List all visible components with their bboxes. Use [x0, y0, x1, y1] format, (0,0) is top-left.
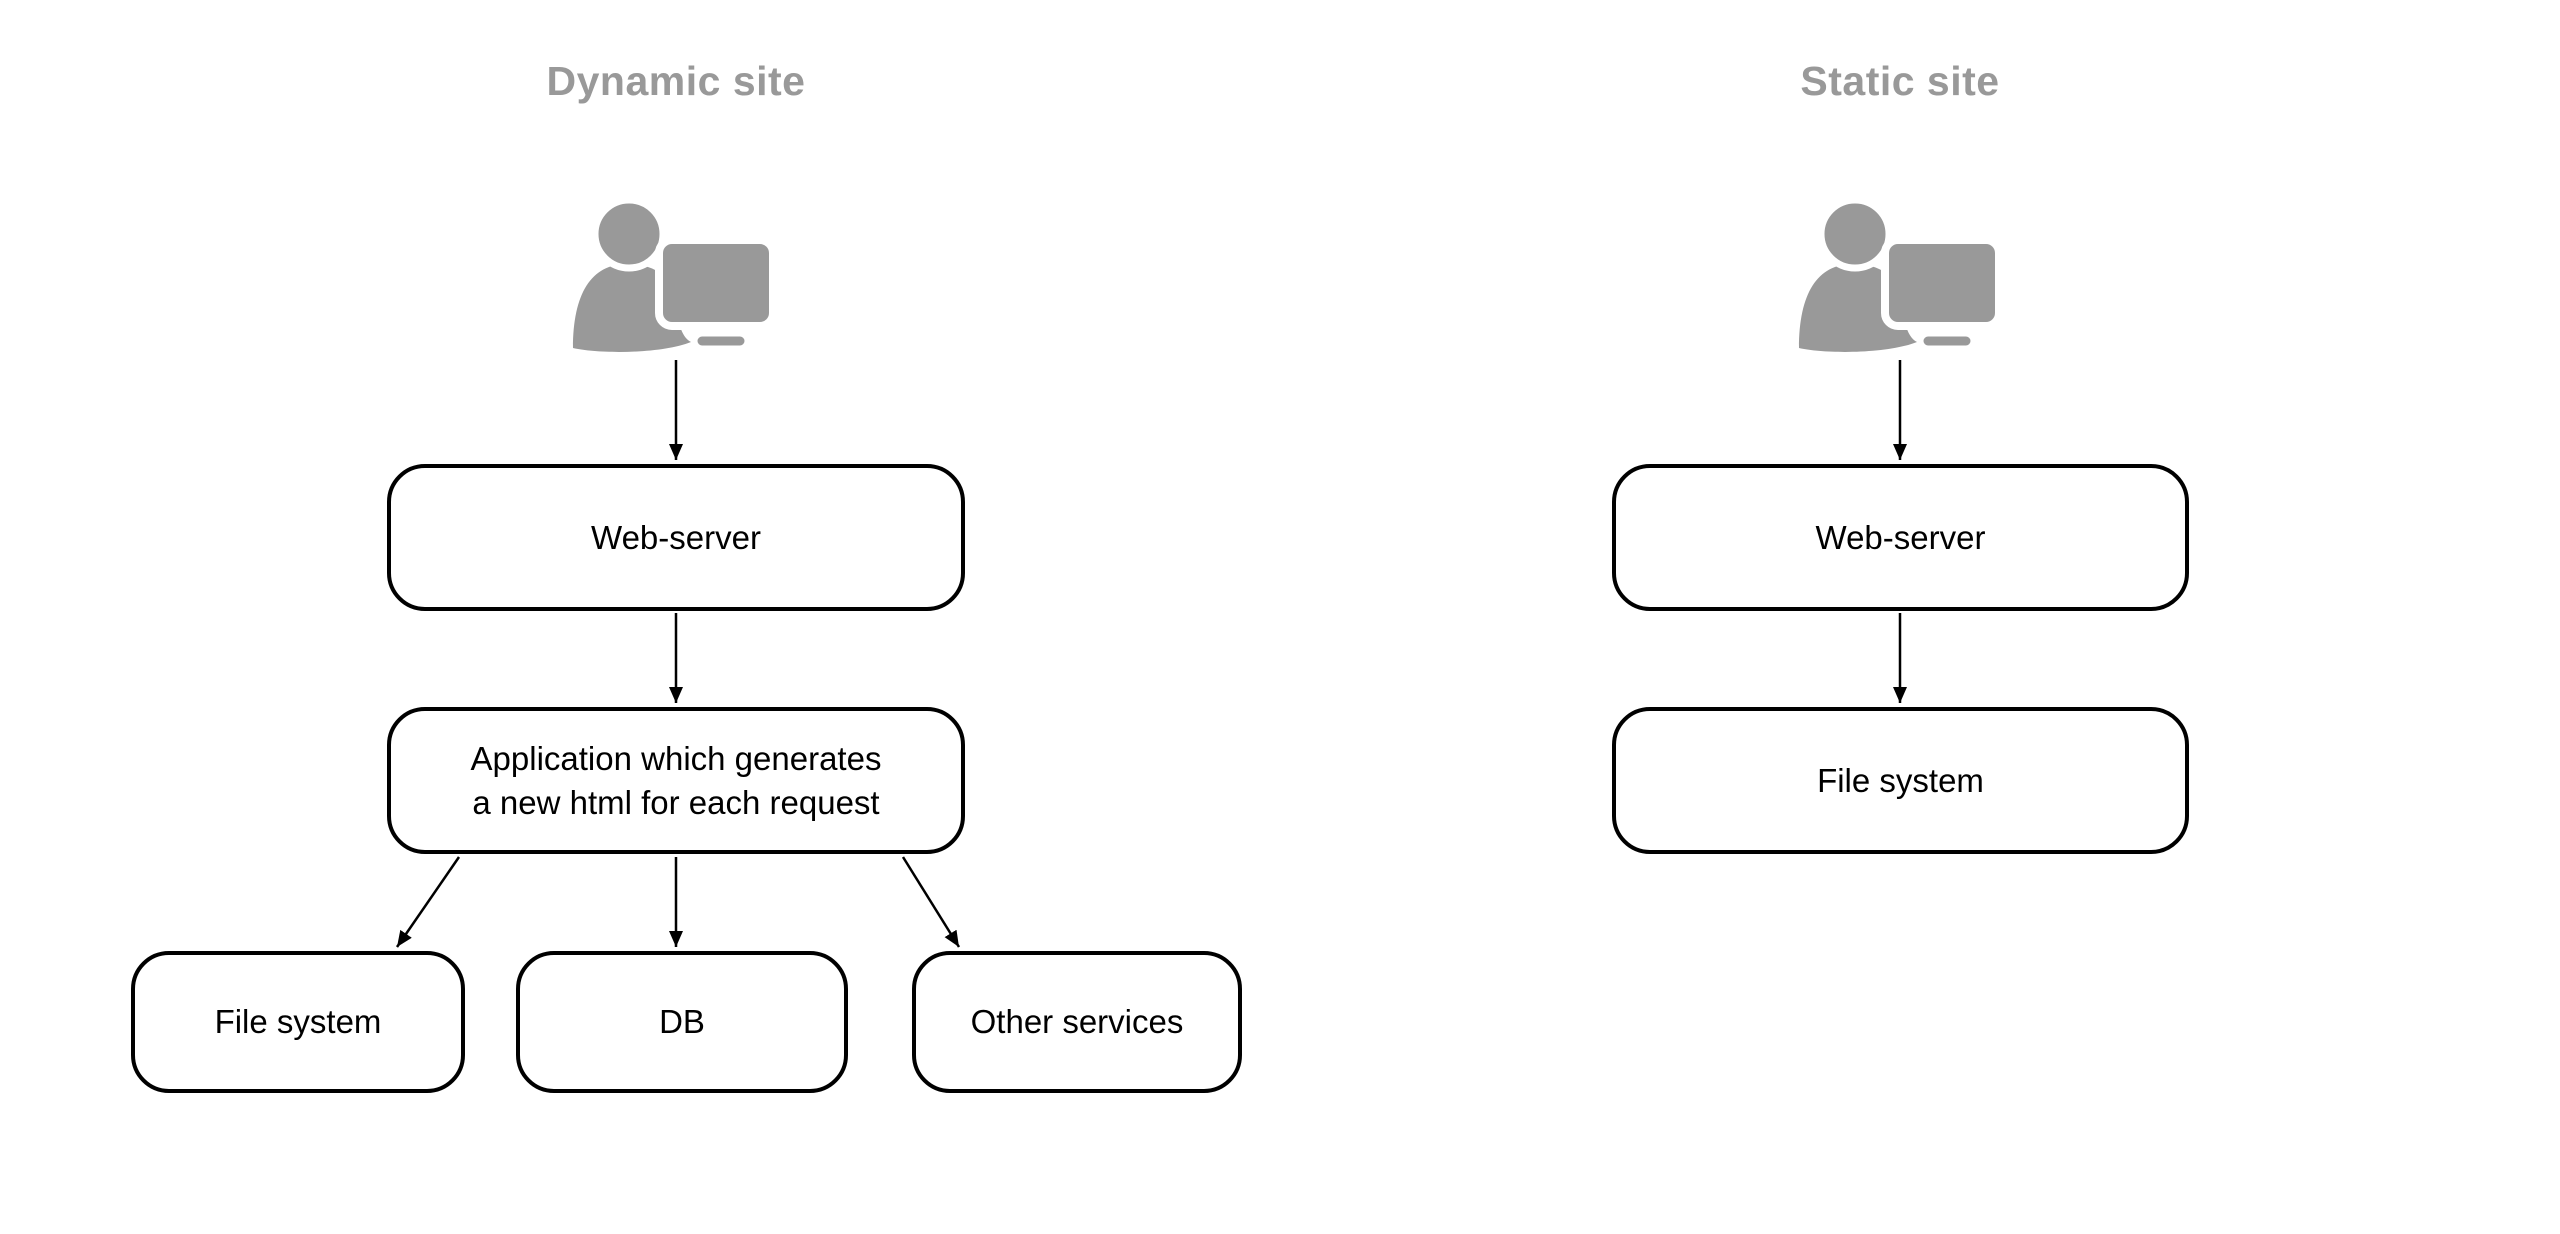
- node-web-server-dynamic: Web-server: [387, 464, 965, 611]
- node-label: File system: [214, 1003, 382, 1041]
- static-site-title: Static site: [1800, 58, 2000, 104]
- node-label: DB: [659, 1003, 705, 1041]
- node-file-system-dynamic: File system: [131, 951, 465, 1093]
- node-label: File system: [1817, 761, 1984, 799]
- node-application: Application which generates a new html f…: [387, 707, 965, 854]
- node-web-server-static: Web-server: [1612, 464, 2189, 611]
- arrow-application-to-filesystem: [395, 856, 461, 948]
- node-file-system-static: File system: [1612, 707, 2189, 854]
- user-at-computer-icon: [1799, 196, 2003, 352]
- node-label: Other services: [970, 1003, 1184, 1041]
- node-db: DB: [516, 951, 848, 1093]
- arrow-application-to-other-services: [901, 856, 961, 948]
- user-at-computer-icon: [573, 196, 777, 352]
- node-label: Web-server: [1815, 518, 1986, 556]
- node-label-line1: Application which generates: [470, 739, 882, 777]
- node-other-services: Other services: [912, 951, 1242, 1093]
- node-label: Web-server: [591, 518, 761, 556]
- dynamic-site-title: Dynamic site: [546, 58, 806, 104]
- node-label-line2: a new html for each request: [472, 783, 880, 821]
